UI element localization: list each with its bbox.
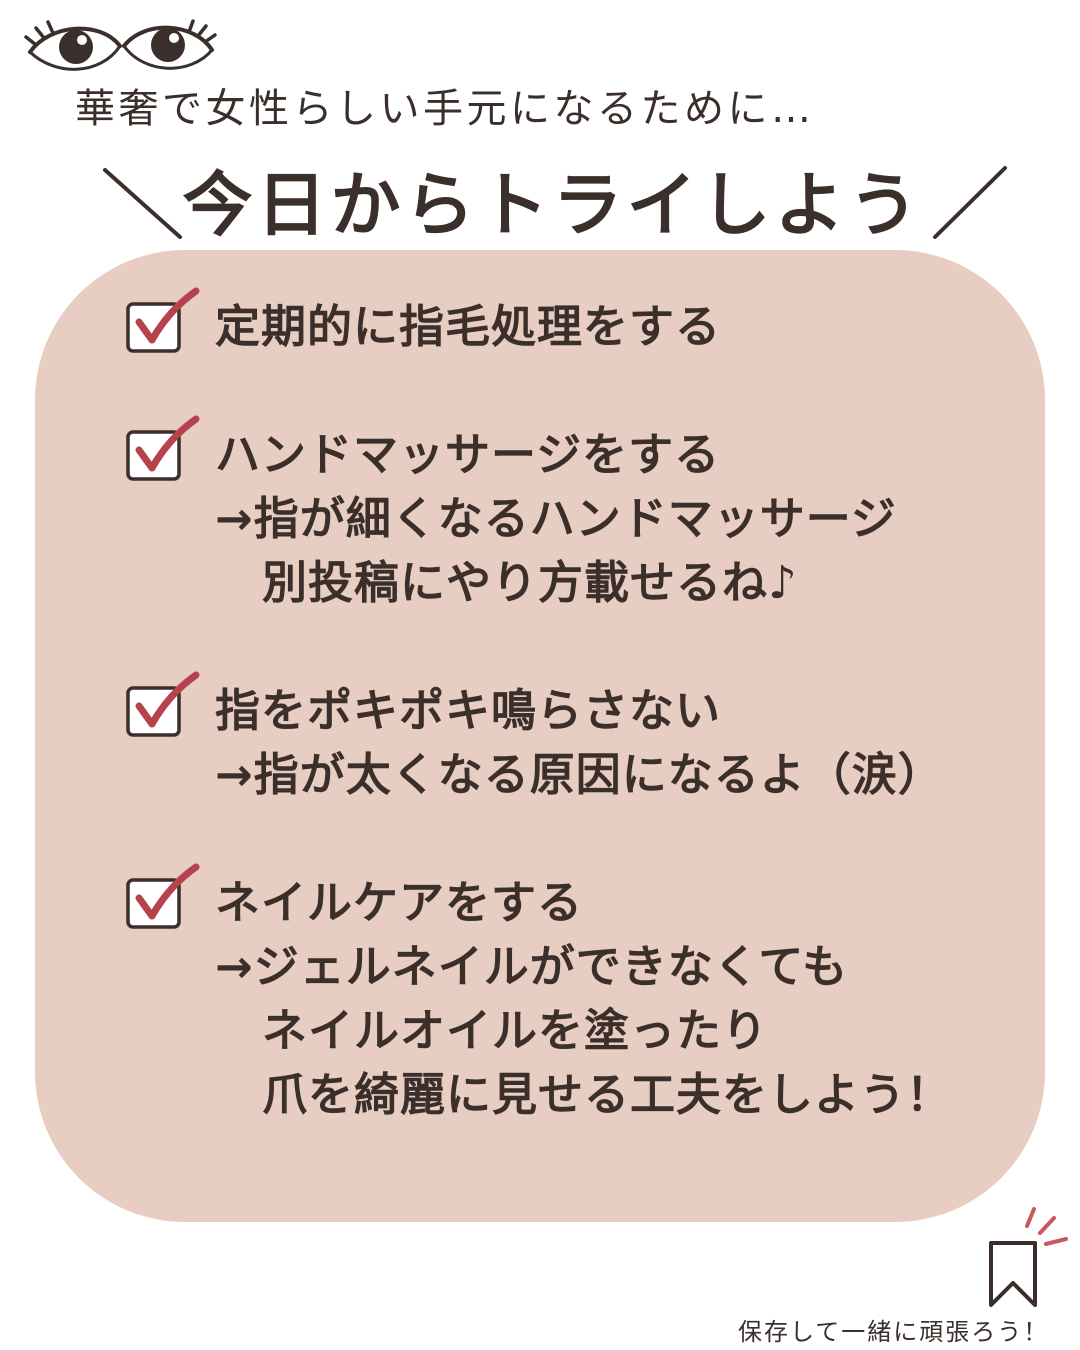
item-note-text: 爪を綺麗に見せる工夫をしよう！ bbox=[262, 1068, 953, 1121]
item-note-text: →指が太くなる原因になるよ（涙） bbox=[215, 748, 944, 801]
checked-box-icon bbox=[126, 287, 200, 353]
title-right-slash bbox=[933, 166, 1007, 239]
item-main-text: 定期的に指毛処理をする bbox=[215, 300, 722, 353]
bookmark-outline bbox=[989, 1241, 1037, 1307]
title-left-slash bbox=[103, 168, 182, 239]
checklist: 定期的に指毛処理をする ハンドマッサージをする →指が細くなるハンドマッサージ … bbox=[126, 287, 953, 1191]
item-note-text: →指が細くなるハンドマッサージ bbox=[215, 492, 897, 545]
save-prompt-text: 保存して一緒に頑張ろう！ bbox=[738, 1318, 1050, 1346]
checklist-card bbox=[35, 250, 1045, 1222]
left-eye-icon bbox=[24, 20, 122, 71]
item-main-text: ネイルケアをする bbox=[215, 876, 584, 929]
checked-box-icon bbox=[126, 415, 200, 481]
item-note-text: 別投稿にやり方載せるね♪ bbox=[262, 556, 798, 609]
item-main-text: ハンドマッサージをする bbox=[215, 428, 721, 481]
item-main-text: 指をポキポキ鳴らさない bbox=[215, 684, 722, 737]
checkmark bbox=[135, 863, 200, 920]
checklist-item: 指をポキポキ鳴らさない →指が太くなる原因になるよ（涙） bbox=[126, 671, 952, 807]
eyes-icon bbox=[24, 19, 217, 71]
subtitle: 華奢で女性らしい手元になるために… bbox=[75, 86, 815, 132]
title-slashes bbox=[103, 166, 1007, 239]
checklist-item: ハンドマッサージをする →指が細くなるハンドマッサージ 別投稿にやり方載せるね♪ bbox=[126, 415, 952, 615]
checklist-item: 定期的に指毛処理をする bbox=[126, 287, 952, 359]
bookmark-icon bbox=[989, 1207, 1068, 1307]
checked-box-icon bbox=[126, 671, 200, 737]
checklist-item: ネイルケアをする →ジェルネイルができなくても ネイルオイルを塗ったり 爪を綺麗… bbox=[126, 863, 953, 1127]
sparkle-lines-icon bbox=[1025, 1207, 1068, 1246]
checked-box-icon bbox=[126, 863, 200, 929]
checkmark bbox=[135, 415, 200, 472]
item-note-text: →ジェルネイルができなくても bbox=[215, 940, 849, 993]
checkmark bbox=[135, 287, 200, 344]
checkmark bbox=[135, 671, 200, 728]
item-note-text: ネイルオイルを塗ったり bbox=[262, 1004, 769, 1057]
page-title: 今日からトライしよう bbox=[182, 164, 923, 246]
right-eye-icon bbox=[122, 19, 217, 70]
